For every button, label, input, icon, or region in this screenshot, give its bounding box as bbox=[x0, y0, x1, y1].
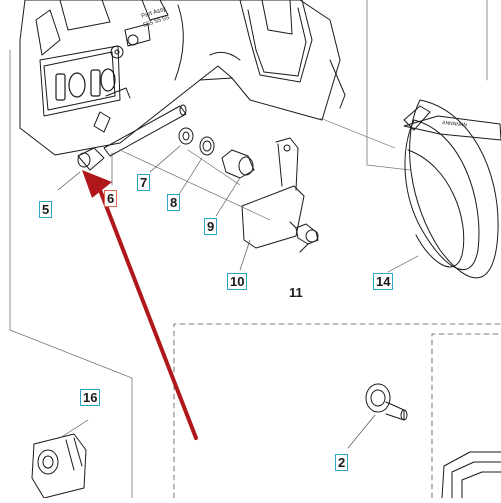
callout-5: 5 bbox=[39, 201, 53, 218]
starter-housing bbox=[19, 0, 346, 156]
part-11-screw bbox=[289, 221, 319, 253]
callout-8: 8 bbox=[167, 194, 181, 211]
callout-7: 7 bbox=[137, 174, 151, 191]
part-7-washer bbox=[149, 127, 194, 173]
part-14-spring bbox=[387, 99, 501, 279]
housing-logo bbox=[55, 68, 116, 101]
partial-assembly bbox=[441, 451, 501, 499]
part-16-clip bbox=[31, 419, 89, 499]
part-2-bolt bbox=[347, 383, 408, 449]
callout-16: 16 bbox=[80, 389, 101, 406]
logo-lettering: IOIO bbox=[52, 103, 54, 105]
callout-11: 11 bbox=[289, 285, 303, 300]
leader-lines bbox=[119, 117, 396, 221]
part-10-plate bbox=[239, 137, 305, 271]
band-label: ANNNNNN bbox=[442, 120, 468, 129]
callout-14: 14 bbox=[373, 273, 394, 290]
callout-10: 10 bbox=[227, 273, 248, 290]
callout-9: 9 bbox=[204, 218, 218, 235]
highlight-arrow bbox=[82, 170, 198, 440]
part-5-bushing bbox=[57, 147, 105, 191]
part-8-ring bbox=[177, 136, 215, 197]
part-9-pawl bbox=[215, 149, 255, 217]
callout-2: 2 bbox=[335, 454, 349, 471]
part-6-shaft bbox=[103, 104, 187, 186]
callout-6: 6 bbox=[104, 190, 118, 207]
panel-outlines bbox=[9, 0, 501, 499]
